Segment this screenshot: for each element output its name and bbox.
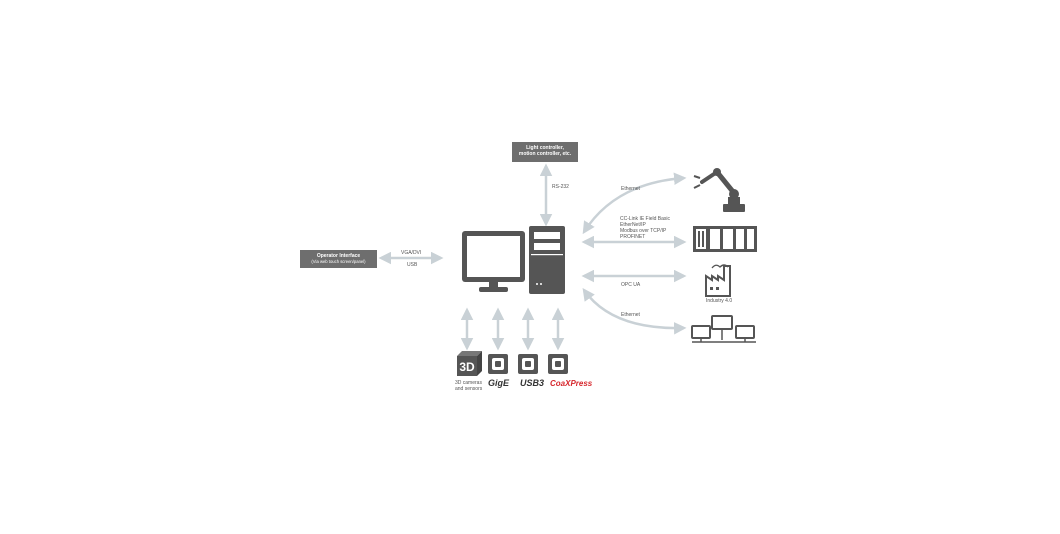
ethernet-robot-label: Ethernet [621, 186, 640, 192]
cube-3d-text: 3D [459, 360, 475, 374]
factory-icon [705, 264, 731, 297]
operator-interface-line2: (Via web touch screen/panel) [311, 259, 366, 264]
network-computers-icon [691, 315, 756, 343]
usb-label: USB [407, 262, 418, 268]
opc-ua-label: OPC UA [621, 282, 641, 288]
light-controller-line2: motion controller, etc. [518, 151, 572, 157]
cameras-3d-label-1: 3D cameras [455, 380, 482, 386]
operator-interface-box: Operator Interface (Via web touch screen… [300, 250, 377, 268]
light-controller-line1: Light controller, [526, 145, 564, 151]
plc-rack-icon [693, 226, 757, 252]
fieldbus-label-2: EtherNet/IP [620, 222, 646, 228]
operator-interface-line1: Operator Interface [316, 253, 361, 259]
fieldbus-label-4: PROFINET [620, 234, 646, 240]
gige-camera-icon [488, 354, 508, 374]
usb3-logo: USB3 [520, 378, 545, 388]
ethernet-robot-arrow [582, 172, 687, 235]
ethernet-network-arrow [582, 287, 687, 335]
usb3-camera-icon [518, 354, 538, 374]
industry40-label: Industry 4.0 [706, 298, 733, 304]
fieldbus-label-group: CC-Link IE Field Basic EtherNet/IP Modbu… [620, 216, 670, 240]
robot-arm-icon [693, 168, 745, 212]
light-controller-box: Light controller, motion controller, etc… [512, 142, 578, 162]
cube-3d-icon: 3D [457, 351, 482, 376]
monitor-icon [462, 231, 525, 292]
pc-tower-icon [529, 226, 565, 294]
ethernet-network-label: Ethernet [621, 312, 640, 318]
fieldbus-label-3: Modbus over TCP/IP [620, 228, 667, 234]
coaxpress-logo: CoaXPress [550, 379, 593, 388]
fieldbus-label-1: CC-Link IE Field Basic [620, 216, 671, 222]
gige-logo: GigE [488, 378, 510, 388]
vga-dvi-label: VGA/DVI [401, 250, 422, 256]
rs232-label: RS-232 [552, 184, 569, 190]
cameras-3d-label-2: and sensors [455, 386, 483, 392]
coaxpress-camera-icon [548, 354, 568, 374]
